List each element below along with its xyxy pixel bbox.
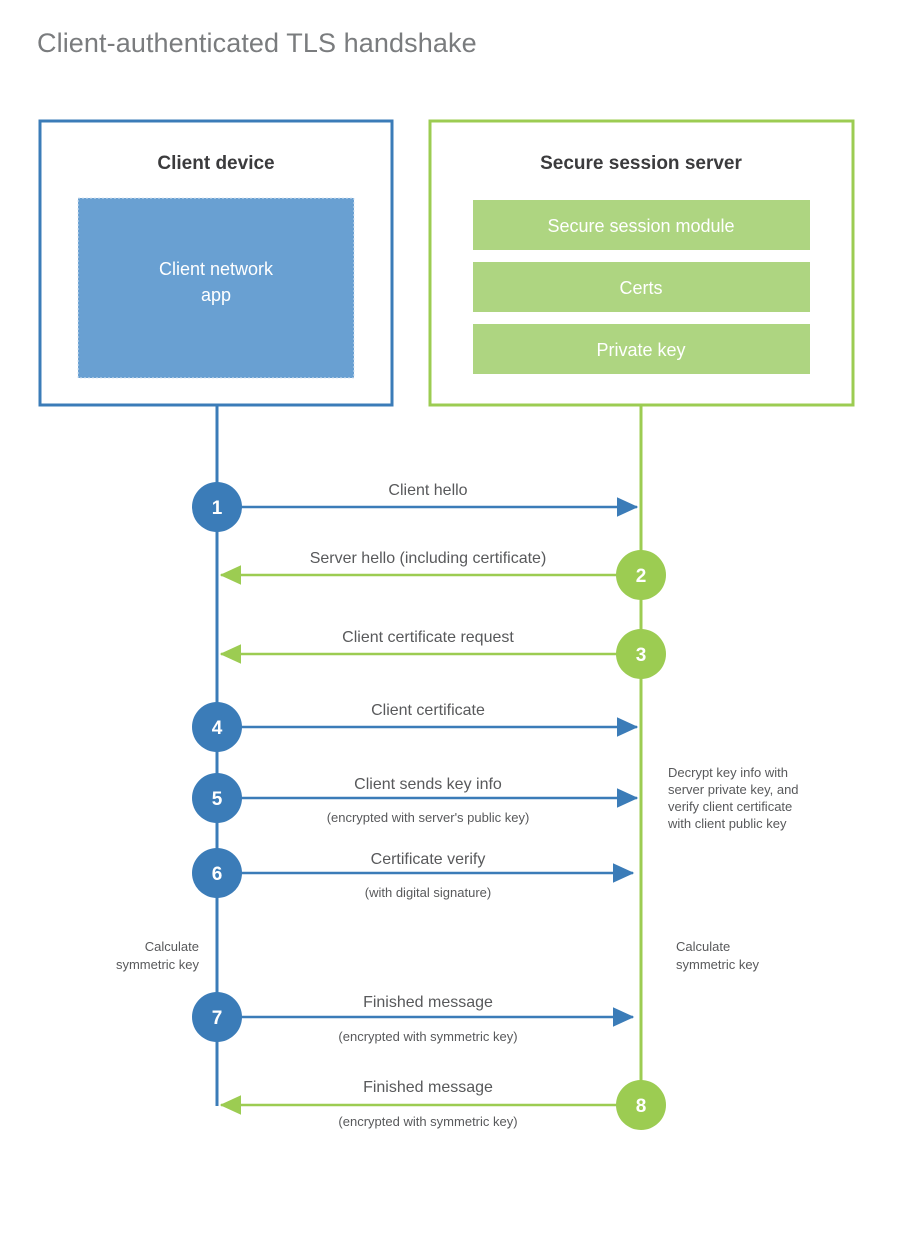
step-number-5: 5 [212,789,223,810]
step-label-1: Client hello [388,482,467,499]
server-decrypt-note-line-0: Decrypt key info with [668,765,788,780]
step-number-7: 7 [212,1008,223,1029]
server-calc-note-line-0: Calculate [676,939,730,954]
client-network-app-box [77,197,355,379]
server-module-box-0 [473,200,810,250]
step-number-2: 2 [636,566,647,587]
step-sublabel-6: (with digital signature) [365,885,491,900]
server-module-label-0: Secure session module [547,216,734,236]
step-marker-5 [192,773,242,823]
server-module-label-2: Private key [596,340,685,360]
page-title: Client-authenticated TLS handshake [37,28,477,58]
secure-session-server-title: Secure session server [540,153,742,174]
step-marker-6 [192,848,242,898]
client-network-app-label-line2: app [201,285,231,305]
server-module-label-1: Certs [619,278,662,298]
step-label-2: Server hello (including certificate) [310,550,547,567]
client-calc-note-line-0: Calculate [145,939,199,954]
client-calc-note-line-1: symmetric key [116,957,200,972]
server-decrypt-note-line-1: server private key, and [668,782,799,797]
step-label-8: Finished message [363,1079,493,1096]
step-label-4: Client certificate [371,702,485,719]
client-device-title: Client device [157,153,274,174]
client-network-app-label-line1: Client network [159,259,274,279]
step-sublabel-8: (encrypted with symmetric key) [338,1114,517,1129]
server-decrypt-note-line-2: verify client certificate [668,799,792,814]
server-module-box-1 [473,262,810,312]
server-calc-note-line-1: symmetric key [676,957,760,972]
server-decrypt-note-line-3: with client public key [667,816,787,831]
step-number-3: 3 [636,645,647,666]
step-marker-3 [616,629,666,679]
server-module-box-2 [473,324,810,374]
step-label-3: Client certificate request [342,629,514,646]
step-number-4: 4 [212,718,223,739]
step-number-8: 8 [636,1096,647,1117]
step-label-5: Client sends key info [354,776,502,793]
step-marker-4 [192,702,242,752]
step-sublabel-7: (encrypted with symmetric key) [338,1029,517,1044]
step-number-6: 6 [212,864,223,885]
step-marker-2 [616,550,666,600]
step-label-6: Certificate verify [371,851,486,868]
step-sublabel-5: (encrypted with server's public key) [327,810,530,825]
step-marker-8 [616,1080,666,1130]
step-marker-7 [192,992,242,1042]
step-label-7: Finished message [363,994,493,1011]
step-number-1: 1 [212,498,223,519]
step-marker-1 [192,482,242,532]
